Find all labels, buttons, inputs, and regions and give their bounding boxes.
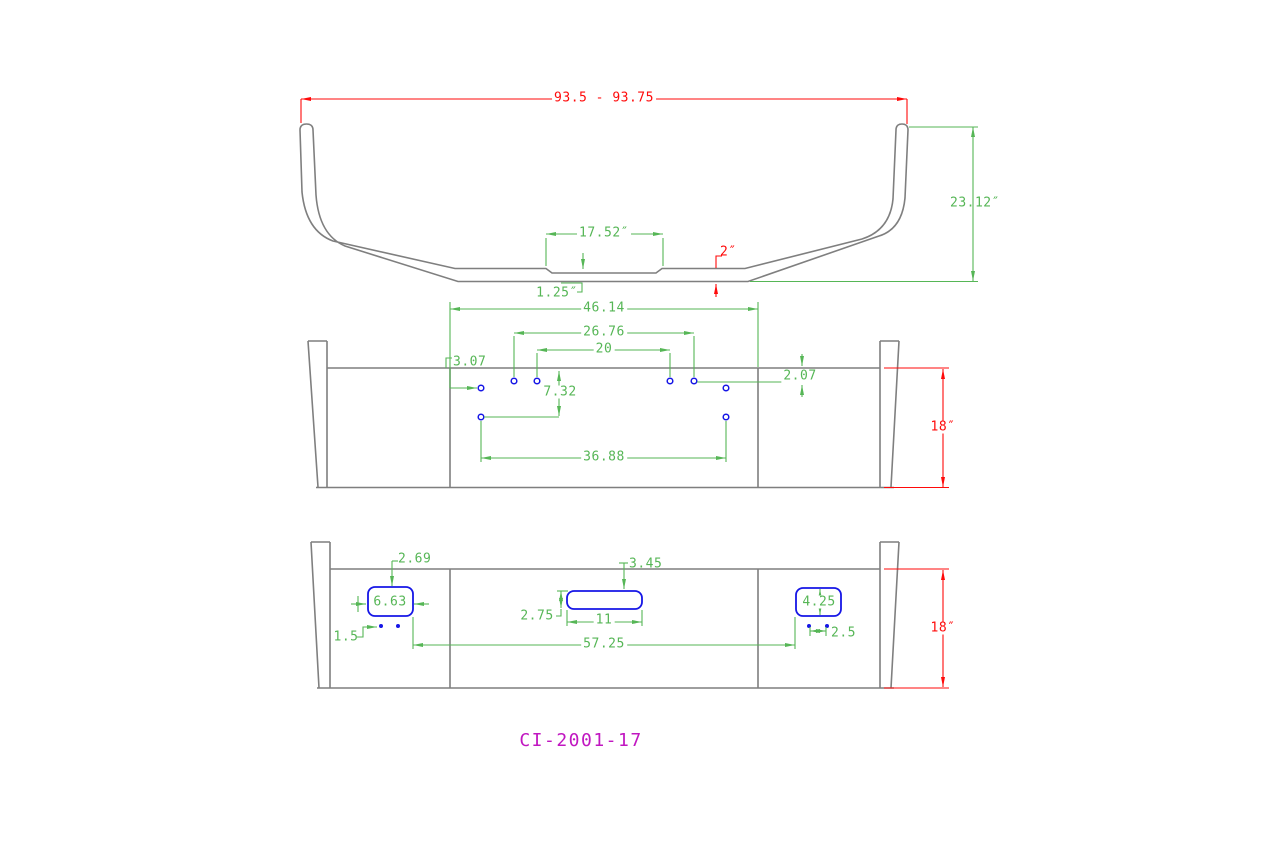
part-number: CI-2001-17 bbox=[519, 730, 643, 751]
dim-left-dots-offset: 1.5 bbox=[333, 629, 359, 645]
locating-dots bbox=[379, 624, 829, 628]
dim-center-section-width: 46.14 bbox=[581, 300, 627, 316]
right-slot bbox=[795, 587, 842, 617]
dim-edge-to-hole: 3.07 bbox=[453, 354, 487, 370]
left-slot bbox=[367, 586, 414, 617]
dim-profile-step: 2″ bbox=[720, 244, 737, 260]
bottom-view bbox=[310, 541, 949, 689]
bumper-profile-outline bbox=[299, 123, 909, 283]
dim-recess-depth: 1.25″ bbox=[536, 285, 578, 301]
top-profile-view bbox=[299, 97, 978, 297]
dim-center-slot-height: 2.75 bbox=[520, 608, 554, 624]
dim-end-height-lines bbox=[750, 126, 978, 283]
dim-slot-to-slot-span: 57.25 bbox=[581, 636, 627, 652]
front-view bbox=[307, 302, 949, 489]
dim-hole-span-outer: 26.76 bbox=[581, 324, 627, 340]
dim-recess-width-lines bbox=[545, 232, 664, 293]
dim-top-to-hole-row: 2.07 bbox=[781, 368, 819, 384]
front-view-outline bbox=[307, 340, 900, 489]
dim-center-slot-width: 11 bbox=[593, 612, 615, 628]
dim-hole-span-inner: 20 bbox=[593, 341, 615, 357]
dim-bottom-height: 18″ bbox=[928, 620, 958, 636]
dim-left-slot-top-offset: 2.69 bbox=[398, 551, 432, 567]
mounting-holes bbox=[477, 377, 730, 421]
dim-recess-width: 17.52″ bbox=[577, 225, 631, 241]
dim-left-slot-width: 6.63 bbox=[373, 594, 407, 610]
dim-right-slot-height: 4.25 bbox=[800, 594, 838, 610]
dim-right-dots-spacing: 2.5 bbox=[831, 625, 856, 641]
bottom-view-outline bbox=[310, 541, 900, 689]
dim-center-slot-top-offset: 3.45 bbox=[629, 556, 663, 572]
bolt-slots bbox=[367, 586, 842, 617]
dim-top-to-lower-holes: 7.32 bbox=[541, 384, 579, 400]
dim-profile-step-lines bbox=[714, 255, 722, 297]
dim-overall-width: 93.5 - 93.75 bbox=[552, 90, 656, 106]
dim-end-height: 23.12″ bbox=[950, 195, 1000, 211]
dim-lower-hole-span: 36.88 bbox=[581, 449, 627, 465]
dim-front-height: 18″ bbox=[928, 419, 958, 435]
center-slot bbox=[566, 590, 643, 610]
